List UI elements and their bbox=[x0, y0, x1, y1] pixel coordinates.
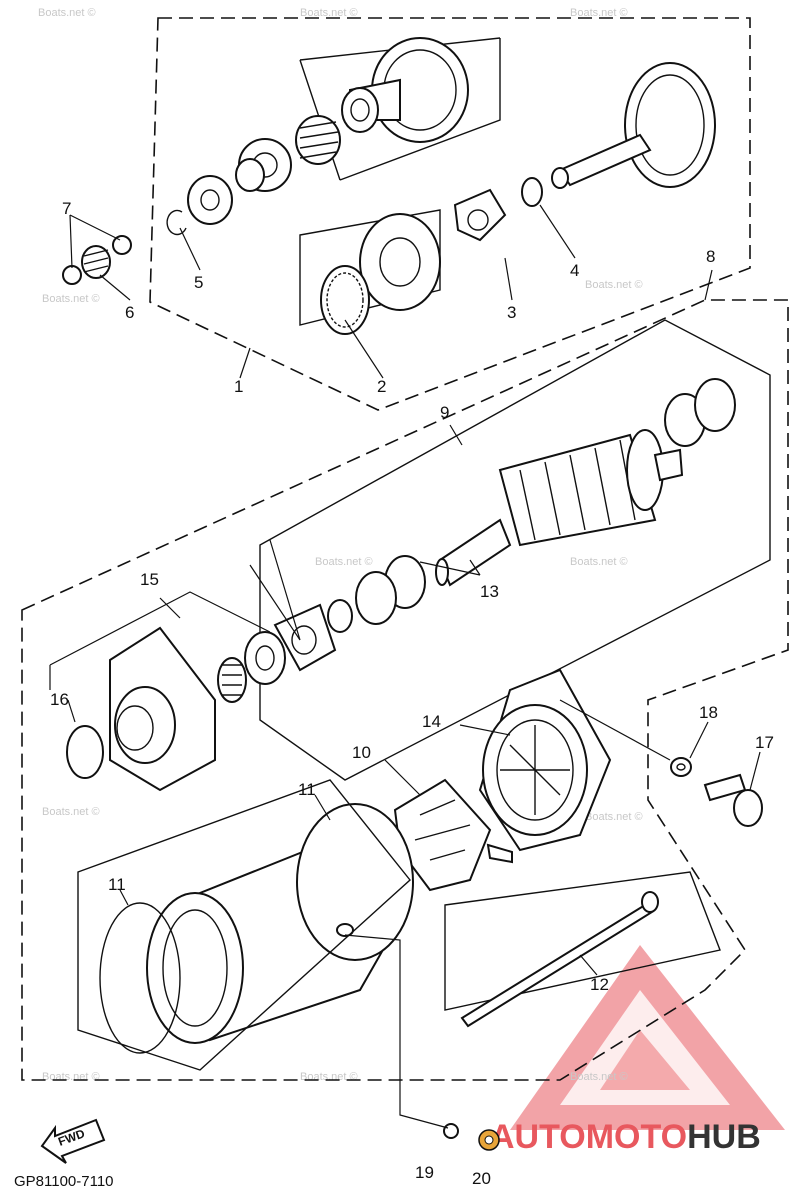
bearing-2 bbox=[320, 265, 370, 335]
watermark-text: Boats.net © bbox=[570, 1071, 628, 1083]
part-label-11b: 11 bbox=[108, 875, 126, 894]
gasket-11-front bbox=[99, 902, 181, 1054]
watermark-text: Boats.net © bbox=[300, 7, 358, 19]
o-ring-16 bbox=[66, 725, 104, 779]
frame-11 bbox=[77, 779, 411, 1071]
watermark-text: Boats.net © bbox=[300, 1071, 358, 1083]
rear-cover-14 bbox=[478, 668, 612, 852]
yoke bbox=[146, 803, 414, 1044]
part-label-20: 20 bbox=[472, 1169, 491, 1188]
collar bbox=[187, 175, 233, 225]
washer-19 bbox=[443, 1123, 459, 1139]
washer-18 bbox=[670, 757, 692, 777]
pinion-spring bbox=[295, 115, 341, 165]
part-label-18: 18 bbox=[699, 703, 718, 722]
overrunning-clutch bbox=[299, 37, 501, 181]
front-cover-15 bbox=[49, 591, 271, 792]
part-label-19: 19 bbox=[415, 1163, 434, 1182]
svg-text:AUTOMOTOHUB: AUTOMOTOHUB bbox=[490, 1118, 761, 1156]
part-label-17: 17 bbox=[755, 733, 774, 752]
fwd-arrow: FWD bbox=[40, 1118, 106, 1164]
watermark-text: Boats.net © bbox=[315, 556, 373, 568]
watermark-text: Boats.net © bbox=[570, 556, 628, 568]
part-label-1: 1 bbox=[234, 377, 243, 396]
armature bbox=[435, 429, 684, 587]
part-label-11a: 11 bbox=[298, 780, 316, 799]
group-outline-1 bbox=[149, 17, 751, 411]
washer-stack-13 bbox=[327, 555, 426, 633]
part-label-7: 7 bbox=[62, 199, 71, 218]
through-bolt-12 bbox=[444, 871, 721, 1028]
bolt-17 bbox=[703, 773, 763, 827]
circlip-5 bbox=[166, 209, 187, 236]
clip-4 bbox=[521, 177, 543, 207]
leader-lines bbox=[67, 204, 761, 1129]
brush-plate-lock bbox=[273, 603, 337, 672]
brand-moto: MOTO bbox=[586, 1118, 687, 1156]
part-label-16: 16 bbox=[50, 690, 69, 709]
watermark-text: Boats.net © bbox=[38, 7, 96, 19]
watermarks: Boats.net © Boats.net © Boats.net © Boat… bbox=[38, 7, 643, 1083]
watermark-text: Boats.net © bbox=[42, 806, 100, 818]
part-label-6: 6 bbox=[125, 303, 134, 322]
part-label-3: 3 bbox=[507, 303, 516, 322]
drawing-code: GP81100-7110 bbox=[14, 1173, 114, 1190]
planetary-gear-shaft bbox=[551, 62, 716, 189]
watermark-text: Boats.net © bbox=[42, 293, 100, 305]
group-outline-8 bbox=[21, 299, 789, 1081]
part-label-14: 14 bbox=[422, 712, 441, 731]
part-label-13: 13 bbox=[480, 582, 499, 601]
watermark-text: Boats.net © bbox=[570, 7, 628, 19]
part-labels: 1 2 3 4 5 6 7 8 9 10 11 11 12 13 14 15 1… bbox=[50, 199, 774, 1188]
part-label-2: 2 bbox=[377, 377, 386, 396]
small-spring-assembly bbox=[62, 214, 132, 285]
pinion-stop bbox=[235, 138, 292, 192]
oil-seal-bearing bbox=[217, 631, 286, 703]
part-label-10: 10 bbox=[352, 743, 371, 762]
watermark-text: Boats.net © bbox=[585, 279, 643, 291]
watermark-text: Boats.net © bbox=[42, 1071, 100, 1083]
part-label-8: 8 bbox=[706, 247, 715, 266]
nut-20 bbox=[478, 1129, 500, 1151]
brand-hub: HUB bbox=[687, 1118, 761, 1156]
brand-auto: AUTO bbox=[490, 1118, 586, 1156]
part-label-5: 5 bbox=[194, 273, 203, 292]
part-label-4: 4 bbox=[570, 261, 579, 280]
internal-gear bbox=[299, 209, 441, 326]
watermark-text: Boats.net © bbox=[585, 811, 643, 823]
thrust-washers-9 bbox=[259, 319, 771, 781]
automotohub-logo: AUTOMOTOHUB bbox=[490, 945, 785, 1156]
part-label-15: 15 bbox=[140, 570, 159, 589]
part-label-9: 9 bbox=[440, 403, 449, 422]
brush-holder-10 bbox=[393, 778, 513, 892]
part-label-12: 12 bbox=[590, 975, 609, 994]
washer-3 bbox=[453, 188, 507, 242]
